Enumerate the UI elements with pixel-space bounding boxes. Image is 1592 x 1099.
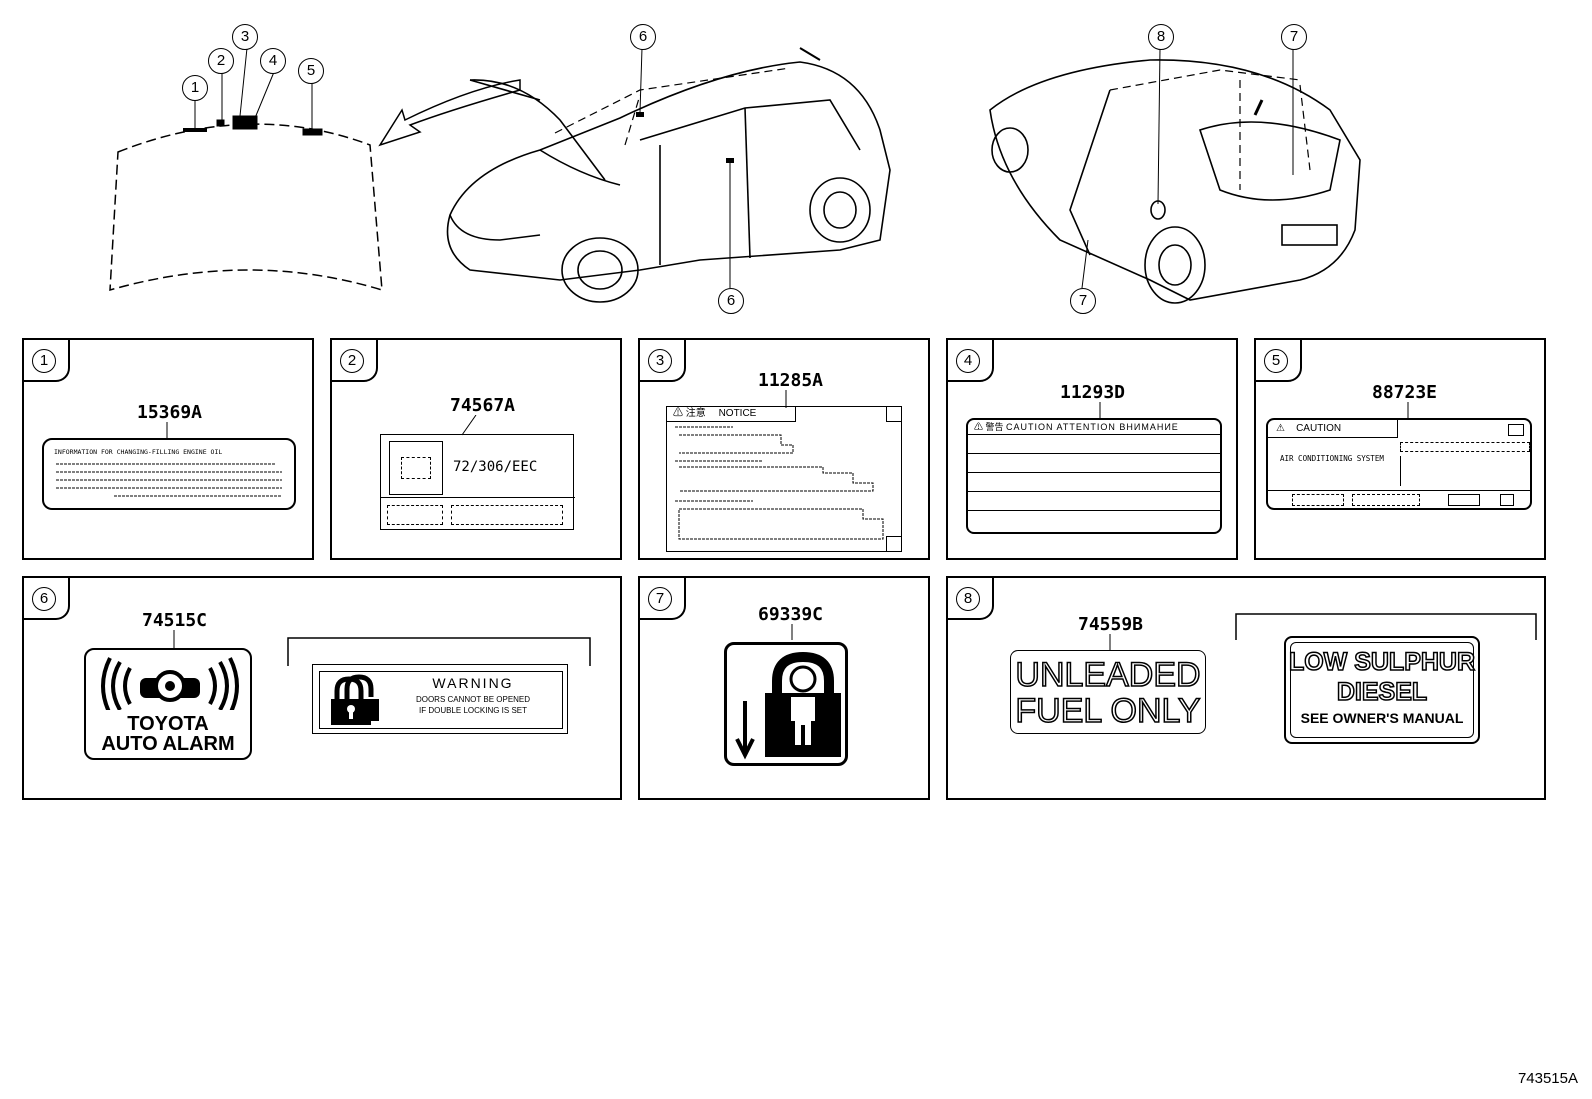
padlock-icon (331, 674, 379, 725)
front-car-drawing (446, 47, 891, 303)
part-number: 15369A (137, 402, 203, 423)
arrow-icon (378, 79, 521, 147)
engine-oil-label: INFORMATION FOR CHANGING-FILLING ENGINE … (42, 438, 296, 510)
callout-2: 2 (208, 48, 234, 74)
panel-number: 3 (640, 340, 686, 382)
low-sulphur-diesel-label: LOW SULPHUR DIESEL SEE OWNER'S MANUAL (1284, 636, 1480, 744)
eec-label: 72/306/EEC (380, 434, 575, 530)
panel-number: 2 (332, 340, 378, 382)
child-lock-label (724, 642, 848, 766)
panel-1: 1 15369A INFORMATION FOR CHANGING-FILLIN… (22, 338, 314, 560)
notice-label: ⚠ 注意 NOTICE (666, 406, 902, 552)
panel-number: 1 (24, 340, 70, 382)
panel-6: 6 74515C TOYOTA AUTO ALARM WARNING DOORS… (22, 576, 622, 800)
part-number: 74515C (142, 610, 208, 631)
part-number: 69339C (758, 604, 824, 625)
ac-caution-label: ⚠ CAUTION AIR CONDITIONING SYSTEM (1266, 418, 1532, 510)
callout-3: 3 (232, 24, 258, 50)
unleaded-fuel-label: UNLEADED FUEL ONLY (1010, 650, 1206, 734)
panel-8: 8 74559B UNLEADED FUEL ONLY LOW SULPHUR … (946, 576, 1546, 800)
panel-number: 7 (640, 578, 686, 620)
part-number: 11293D (1060, 382, 1126, 403)
panel-number: 8 (948, 578, 994, 620)
part-number: 88723E (1372, 382, 1438, 403)
panel-2: 2 74567A 72/306/EEC (330, 338, 622, 560)
panel-5: 5 88723E ⚠ CAUTION AIR CONDITIONING SYST… (1254, 338, 1546, 560)
child-lock-icon (735, 651, 841, 760)
callout-7-top: 7 (1281, 24, 1307, 50)
part-number: 11285A (758, 370, 824, 391)
hood-drawing (109, 123, 383, 292)
rear-car-drawing (989, 59, 1361, 304)
vehicle-illustrations (109, 47, 1361, 304)
panel-number: 4 (948, 340, 994, 382)
callout-5: 5 (298, 58, 324, 84)
callout-6-top: 6 (630, 24, 656, 50)
diagram-id: 743515A (1517, 1070, 1578, 1087)
callout-7-bottom: 7 (1070, 288, 1096, 314)
callout-1: 1 (182, 75, 208, 101)
caution-label: ⚠ 警告 CAUTION ATTENTION ВНИМАНИЕ (966, 418, 1222, 534)
callout-4: 4 (260, 48, 286, 74)
panel-number: 5 (1256, 340, 1302, 382)
alarm-icon (101, 657, 239, 710)
part-number: 74559B (1078, 614, 1144, 635)
callout-6-bottom: 6 (718, 288, 744, 314)
panel-number: 6 (24, 578, 70, 620)
part-number: 74567A (450, 395, 516, 416)
toyota-auto-alarm-label: TOYOTA AUTO ALARM (84, 648, 252, 760)
callout-8: 8 (1148, 24, 1174, 50)
panel-4: 4 11293D ⚠ 警告 CAUTION ATTENTION ВНИМАНИЕ (946, 338, 1238, 560)
panel-3: 3 11285A ⚠ 注意 NOTICE (638, 338, 930, 560)
double-lock-warning-label: WARNING DOORS CANNOT BE OPENED IF DOUBLE… (312, 664, 568, 734)
hood-label-marks (183, 47, 323, 136)
panel-7: 7 69339C (638, 576, 930, 800)
